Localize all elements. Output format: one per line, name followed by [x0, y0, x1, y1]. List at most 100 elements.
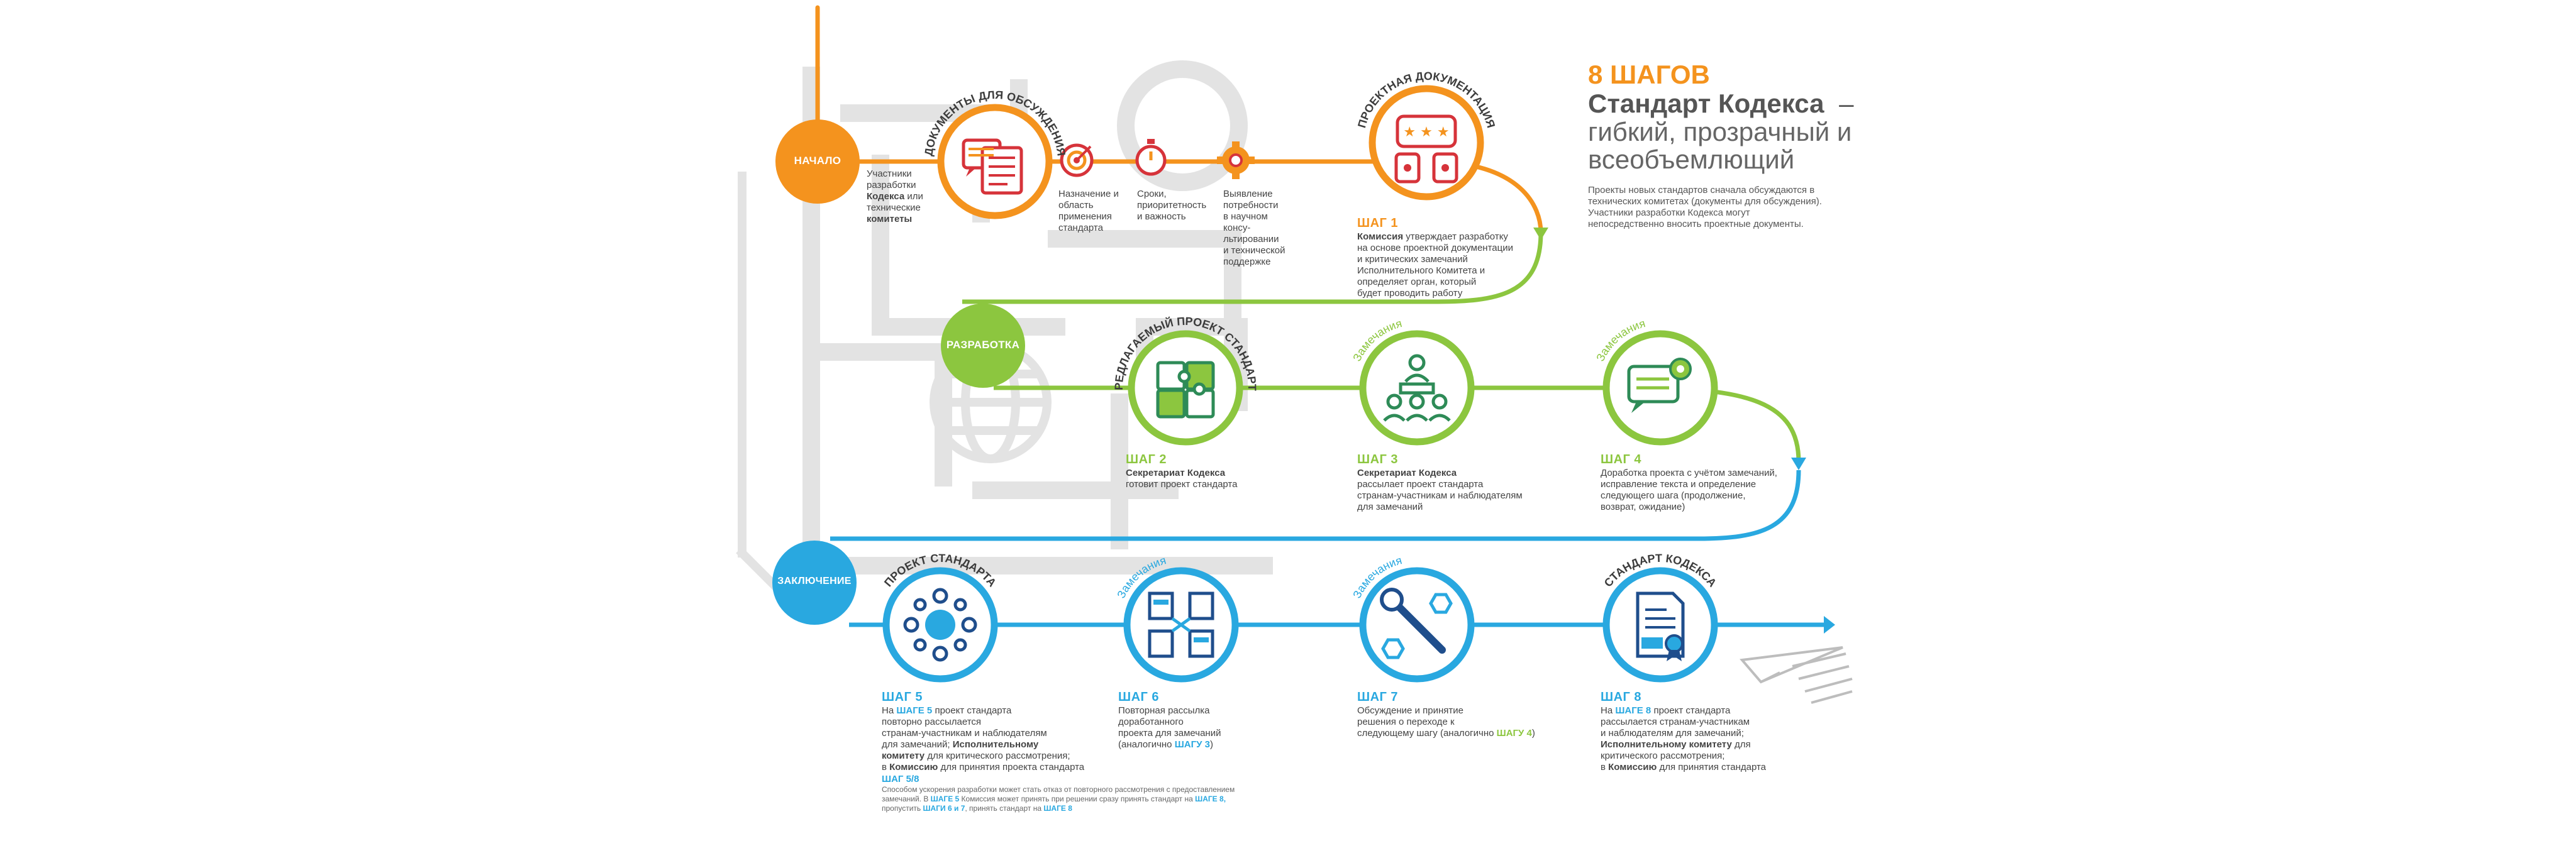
step6-ref: ШАГУ 3: [1174, 739, 1210, 750]
chat-document-icon: [962, 138, 1023, 195]
step5-line: На: [882, 705, 897, 716]
step5-line: странам-участникам и наблюдателям: [882, 728, 1047, 739]
step58-ref: ШАГЕ 8: [1043, 804, 1072, 813]
discussion-docs-node: [937, 104, 1053, 219]
start-text-bold: комитеты: [867, 214, 913, 224]
step58-number: ШАГ 5/8: [882, 774, 919, 784]
timing-line: Сроки,: [1137, 189, 1167, 199]
desc-line: Проекты новых стандартов сначала обсужда…: [1588, 185, 1815, 195]
desc-line: непосредственно вносить проектные докуме…: [1588, 219, 1804, 229]
step7-text: ШАГ 7 Обсуждение и принятие решения о пе…: [1357, 691, 1535, 739]
purpose-line: стандарта: [1058, 223, 1103, 233]
wrench-nuts-icon: [1380, 588, 1453, 659]
step6-line: ): [1209, 739, 1213, 750]
step6-number: ШАГ 6: [1118, 690, 1160, 704]
step8-line: рассылается странам-участникам: [1601, 717, 1750, 727]
step7-line: Обсуждение и принятие: [1357, 705, 1463, 716]
stage-start: [775, 119, 860, 204]
codex-standard-node: [1602, 567, 1718, 683]
title-line1: гибкий, прозрачный и: [1588, 117, 1852, 146]
stopwatch-icon: [1135, 139, 1167, 176]
step3-number: ШАГ 3: [1357, 453, 1399, 466]
step4-line: исправление текста и определение: [1601, 479, 1757, 490]
step6-text: ШАГ 6 Повторная рассылка доработанного п…: [1118, 691, 1221, 750]
step8-line: проект стандарта: [1651, 705, 1731, 716]
step6-node: [1123, 567, 1239, 683]
start-text-line: технические: [867, 202, 921, 213]
step3-node: [1359, 330, 1475, 446]
stage-label-start: НАЧАЛО: [794, 155, 841, 167]
title-main: Стандарт Кодекса: [1588, 89, 1824, 118]
step1-line: будет проводить работу: [1357, 288, 1463, 299]
step8-line: в: [1601, 762, 1609, 772]
step8-line: и наблюдателям для замечаний;: [1601, 728, 1744, 739]
gear-icon: [1217, 141, 1255, 179]
needs-line: Выявление: [1223, 189, 1273, 199]
step1-number: ШАГ 1: [1357, 216, 1399, 230]
step2-text: ШАГ 2 Секретариат Кодекса готовит проект…: [1126, 453, 1238, 490]
timing-line: и важность: [1137, 211, 1186, 222]
step5-text: ШАГ 5 На ШАГЕ 5 проект стандарта повторн…: [882, 691, 1084, 773]
step5-line: повторно рассылается: [882, 717, 982, 727]
step1-line: утверждает разработку: [1403, 231, 1508, 242]
needs-line: потребности: [1223, 200, 1279, 211]
step4-line: возврат, ожидание): [1601, 502, 1685, 512]
step8-text: ШАГ 8 На ШАГЕ 8 проект стандарта рассыла…: [1601, 691, 1766, 773]
start-text-line: или: [904, 191, 923, 202]
start-text: Участники разработки Кодекса или техниче…: [867, 168, 923, 225]
purpose-line: Назначение и: [1058, 189, 1119, 199]
step7-line: ): [1531, 728, 1535, 739]
orange-arrowhead: [1533, 228, 1548, 240]
step8-number: ШАГ 8: [1601, 690, 1642, 704]
step5-line: проект стандарта: [932, 705, 1012, 716]
step58-note: ШАГ 5/8 Способом ускорения разработки мо…: [882, 774, 1235, 813]
step3-line: странам-участникам и наблюдателям: [1357, 490, 1523, 501]
steps-title: 8 ШАГОВ: [1588, 60, 1710, 89]
step6-line: доработанного: [1118, 717, 1184, 727]
step4-text: ШАГ 4 Доработка проекта с учётом замечан…: [1601, 453, 1777, 513]
start-text-bold: Кодекса: [867, 191, 905, 202]
header-block: 8 ШАГОВ Стандарт Кодекса – гибкий, прозр…: [1588, 60, 1853, 230]
step5-line: для замечаний;: [882, 739, 953, 750]
step1-line: Исполнительного Комитета и: [1357, 265, 1485, 276]
step4-line: следующего шага (продолжение,: [1601, 490, 1746, 501]
step5-bold: комитету: [882, 750, 925, 761]
stage-development: [941, 304, 1025, 388]
step2-bold: Секретариат Кодекса: [1126, 468, 1226, 478]
stage-label-development: РАЗРАБОТКА: [946, 339, 1020, 351]
step2-line: готовит проект стандарта: [1126, 479, 1238, 490]
step5-ref: ШАГЕ 5: [896, 705, 933, 716]
needs-line: поддержке: [1223, 256, 1271, 267]
step4-number: ШАГ 4: [1601, 453, 1642, 466]
step58-ref: ШАГИ 6 и 7: [923, 804, 965, 813]
needs-line: и технической: [1223, 245, 1285, 256]
step7-ref: ШАГУ 4: [1496, 728, 1532, 739]
green-curve-return: [994, 232, 1543, 304]
step5-number: ШАГ 5: [882, 690, 923, 704]
green-arrowhead: [1791, 458, 1806, 470]
step6-line: (аналогично: [1118, 739, 1175, 750]
start-text-line: Участники: [867, 168, 912, 179]
step8-line: критического рассмотрения;: [1601, 750, 1725, 761]
step58-ref: ШАГЕ 8,: [1195, 794, 1226, 803]
timing-line: приоритетность: [1137, 200, 1207, 211]
step6-line: проекта для замечаний: [1118, 728, 1221, 739]
step5-bold: Исполнительному: [952, 739, 1039, 750]
step8-line: На: [1601, 705, 1616, 716]
step3-text: ШАГ 3 Секретариат Кодекса рассылает прое…: [1357, 453, 1523, 513]
step1-line: определяет орган, который: [1357, 277, 1477, 287]
svg-text:★ ★ ★: ★ ★ ★: [1403, 124, 1449, 140]
title-dash: –: [1839, 89, 1854, 118]
header-description: Проекты новых стандартов сначала обсужда…: [1588, 185, 1853, 230]
stage-label-conclusion: ЗАКЛЮЧЕНИЕ: [777, 576, 852, 586]
step58-line: пропустить: [882, 804, 923, 813]
certificate-icon: [1636, 591, 1685, 661]
step5-line: в: [882, 762, 890, 772]
end-arrowhead: [1824, 616, 1835, 634]
step58-ref: ШАГЕ 5: [930, 794, 960, 803]
step1-bold: Комиссия: [1357, 231, 1404, 242]
step3-bold: Секретариат Кодекса: [1357, 468, 1457, 478]
step4-node: [1602, 330, 1718, 446]
